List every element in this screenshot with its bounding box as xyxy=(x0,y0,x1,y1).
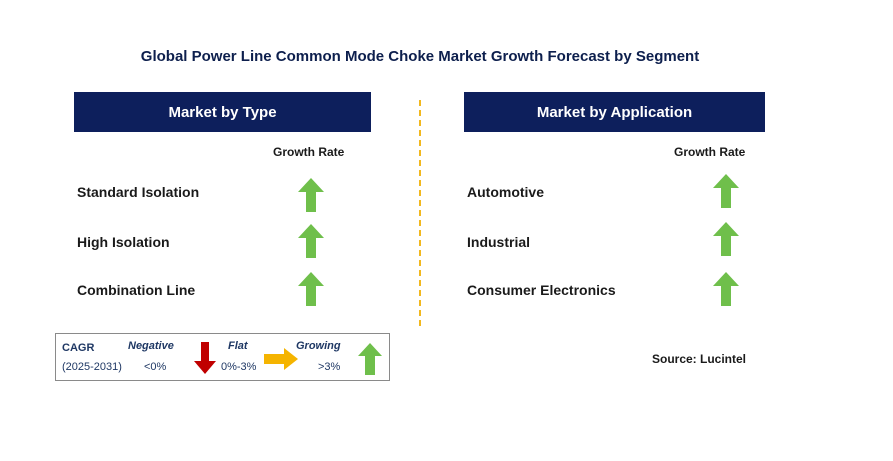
legend-period: (2025-2031) xyxy=(62,361,122,373)
down-arrow-icon xyxy=(194,342,216,379)
row-label-consumer-electronics: Consumer Electronics xyxy=(467,282,616,298)
row-label-high-isolation: High Isolation xyxy=(77,234,170,250)
legend-cagr-label: CAGR xyxy=(62,342,95,354)
up-arrow-icon xyxy=(298,178,324,212)
cagr-legend: CAGR (2025-2031) Negative <0% Flat 0%-3%… xyxy=(55,333,390,381)
legend-flat-range: 0%-3% xyxy=(221,361,257,373)
legend-growing-label: Growing xyxy=(296,340,341,352)
panel-header-application: Market by Application xyxy=(464,92,765,132)
up-arrow-icon xyxy=(298,272,324,306)
legend-negative-range: <0% xyxy=(144,361,167,373)
panel-header-type: Market by Type xyxy=(74,92,371,132)
up-arrow-icon xyxy=(358,343,382,380)
source-note: Source: Lucintel xyxy=(652,352,747,366)
growth-rate-label-application: Growth Rate xyxy=(674,145,746,159)
legend-negative-label: Negative xyxy=(128,340,174,352)
growth-rate-label-type: Growth Rate xyxy=(273,145,345,159)
row-label-combination-line: Combination Line xyxy=(77,282,196,298)
legend-flat-label: Flat xyxy=(228,340,248,352)
up-arrow-icon xyxy=(713,272,739,306)
up-arrow-icon xyxy=(713,174,739,208)
chart-title: Global Power Line Common Mode Choke Mark… xyxy=(140,48,700,65)
row-label-automotive: Automotive xyxy=(467,184,544,200)
up-arrow-icon xyxy=(713,222,739,256)
panel-divider xyxy=(419,100,421,326)
up-arrow-icon xyxy=(298,224,324,258)
right-arrow-icon xyxy=(264,348,298,375)
legend-growing-range: >3% xyxy=(318,361,341,373)
row-label-standard-isolation: Standard Isolation xyxy=(77,184,200,200)
row-label-industrial: Industrial xyxy=(467,234,531,250)
